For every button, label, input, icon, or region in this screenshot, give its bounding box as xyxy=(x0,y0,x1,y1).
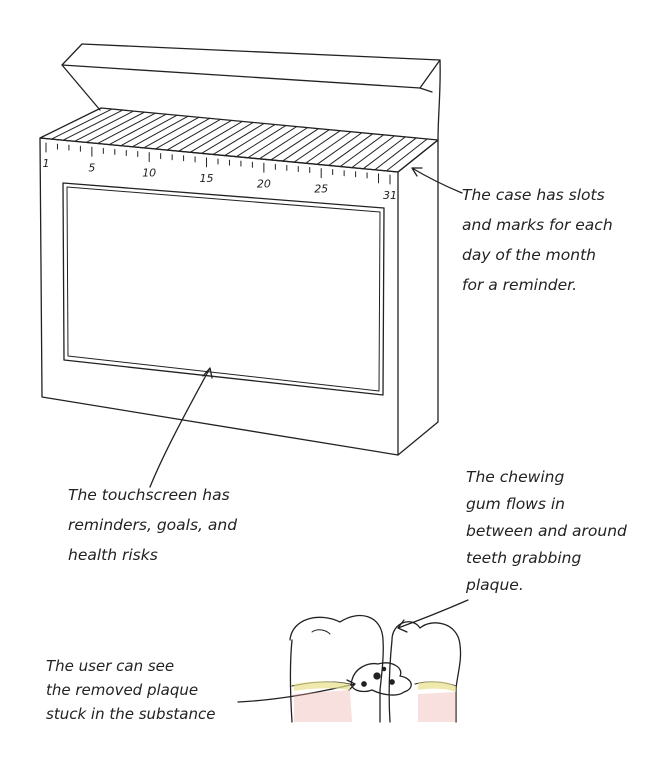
calendar-number: 25 xyxy=(314,183,328,196)
case-slots-annotation: The case has slots and marks for each da… xyxy=(462,180,613,300)
calendar-number: 31 xyxy=(383,189,397,202)
day-slot-line xyxy=(271,129,318,160)
touchscreen-annotation: The touchscreen has reminders, goals, an… xyxy=(68,480,237,570)
note-line: and marks for each xyxy=(462,210,613,240)
day-slot-line xyxy=(386,139,427,171)
day-slot-line xyxy=(179,120,232,151)
day-slot-line xyxy=(306,132,351,163)
calendar-number: 10 xyxy=(142,167,156,180)
day-slot-line xyxy=(248,127,297,158)
day-slot-line xyxy=(202,122,254,153)
note-line: for a reminder. xyxy=(462,270,613,300)
calendar-number: 1 xyxy=(43,157,50,170)
day-slot-line xyxy=(213,123,264,154)
note-line: plaque. xyxy=(466,572,627,599)
note-line: day of the month xyxy=(462,240,613,270)
note-line: gum flows in xyxy=(466,491,627,518)
note-line: The chewing xyxy=(466,464,627,491)
day-slot-line xyxy=(190,121,242,152)
calendar-number: 5 xyxy=(88,161,95,174)
day-slot-line xyxy=(340,135,383,167)
note-line: between and around xyxy=(466,518,627,545)
touchscreen xyxy=(63,183,384,395)
day-slot-line xyxy=(363,137,405,169)
note-line: The user can see xyxy=(46,654,215,678)
chewing-gum-annotation: The chewing gum flows in between and aro… xyxy=(466,464,627,599)
day-slot-line xyxy=(259,128,307,159)
day-slots xyxy=(52,109,428,171)
day-slot-line xyxy=(167,119,221,150)
day-slot-line xyxy=(52,109,112,139)
note-line: stuck in the substance xyxy=(46,702,215,726)
note-line: reminders, goals, and xyxy=(68,510,237,540)
note-line: health risks xyxy=(68,540,237,570)
note-line: The touchscreen has xyxy=(68,480,237,510)
user-view-annotation: The user can see the removed plaque stuc… xyxy=(46,654,215,726)
day-slot-line xyxy=(317,133,362,165)
day-slot-line xyxy=(329,134,373,166)
calendar-number: 15 xyxy=(200,172,214,185)
day-slot-line xyxy=(225,125,275,156)
note-line: the removed plaque xyxy=(46,678,215,702)
calendar-number: 20 xyxy=(257,177,271,190)
day-slot-line xyxy=(283,130,330,161)
case-slot-strip xyxy=(40,108,438,172)
teeth-illustration xyxy=(290,616,461,722)
day-slot-line xyxy=(375,138,416,170)
day-slot-line xyxy=(63,110,123,140)
arrow-to-touchscreen xyxy=(150,368,212,487)
note-line: teeth grabbing xyxy=(466,545,627,572)
arrow-to-gum xyxy=(398,600,468,632)
day-slot-line xyxy=(236,126,285,157)
day-slot-line xyxy=(294,131,340,162)
arrow-to-slots xyxy=(412,168,462,193)
note-line: The case has slots xyxy=(462,180,613,210)
day-slot-line xyxy=(352,136,395,168)
